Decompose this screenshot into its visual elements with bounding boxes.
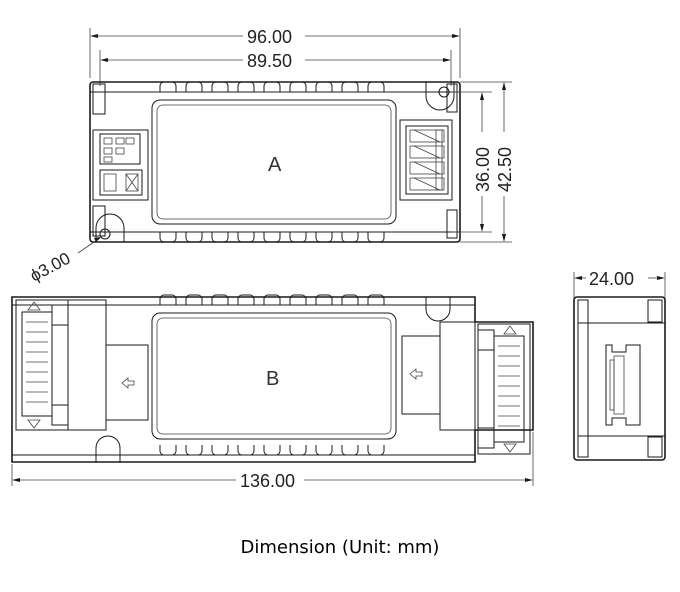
dim-42-5-text: 42.50 (495, 147, 515, 192)
dim-89-5: 89.50 (99, 50, 452, 86)
top-right-mounting-hole (425, 82, 458, 239)
front-bumps-upper (159, 294, 385, 305)
front-mounting-notches (95, 297, 451, 462)
top-bumps-lower (159, 232, 385, 243)
side-view: 24.00 (573, 269, 666, 461)
dim-96: 96.00 (89, 27, 461, 78)
top-bumps-upper (159, 81, 385, 92)
front-bumps-lower (159, 445, 385, 456)
front-view: B (11, 294, 534, 491)
dim-136-text: 136.00 (240, 471, 295, 491)
dim-24: 24.00 (573, 269, 666, 300)
top-left-mounting-hole (95, 213, 125, 242)
front-left-connector (15, 299, 69, 431)
view-label-b: B (266, 368, 279, 390)
top-left-connector (92, 83, 149, 237)
front-left-arrow-icon (121, 377, 135, 389)
front-label-area (151, 312, 397, 440)
dim-hole-text: ϕ3.00 (27, 249, 74, 286)
dim-89-5-text: 89.50 (247, 51, 292, 71)
side-latch (605, 344, 641, 426)
front-right-connector (477, 323, 531, 455)
dim-42-5: 42.50 (460, 81, 515, 243)
dim-36: 36.00 (452, 91, 493, 233)
top-right-connector (399, 119, 453, 201)
top-label-area (151, 99, 397, 225)
dim-96-text: 96.00 (247, 27, 292, 47)
dim-36-text: 36.00 (473, 147, 493, 192)
top-view: 96.00 89.50 (27, 27, 515, 286)
front-right-arrow-icon (409, 368, 423, 380)
caption: Dimension (Unit: mm) (240, 537, 440, 558)
view-label-a: A (268, 154, 282, 176)
front-right-latch (401, 321, 476, 431)
side-body-outline (573, 296, 666, 461)
dim-hole-diameter: ϕ3.00 (27, 237, 101, 286)
front-left-latch (106, 344, 149, 421)
dim-24-text: 24.00 (589, 269, 634, 289)
dim-136: 136.00 (11, 432, 534, 491)
